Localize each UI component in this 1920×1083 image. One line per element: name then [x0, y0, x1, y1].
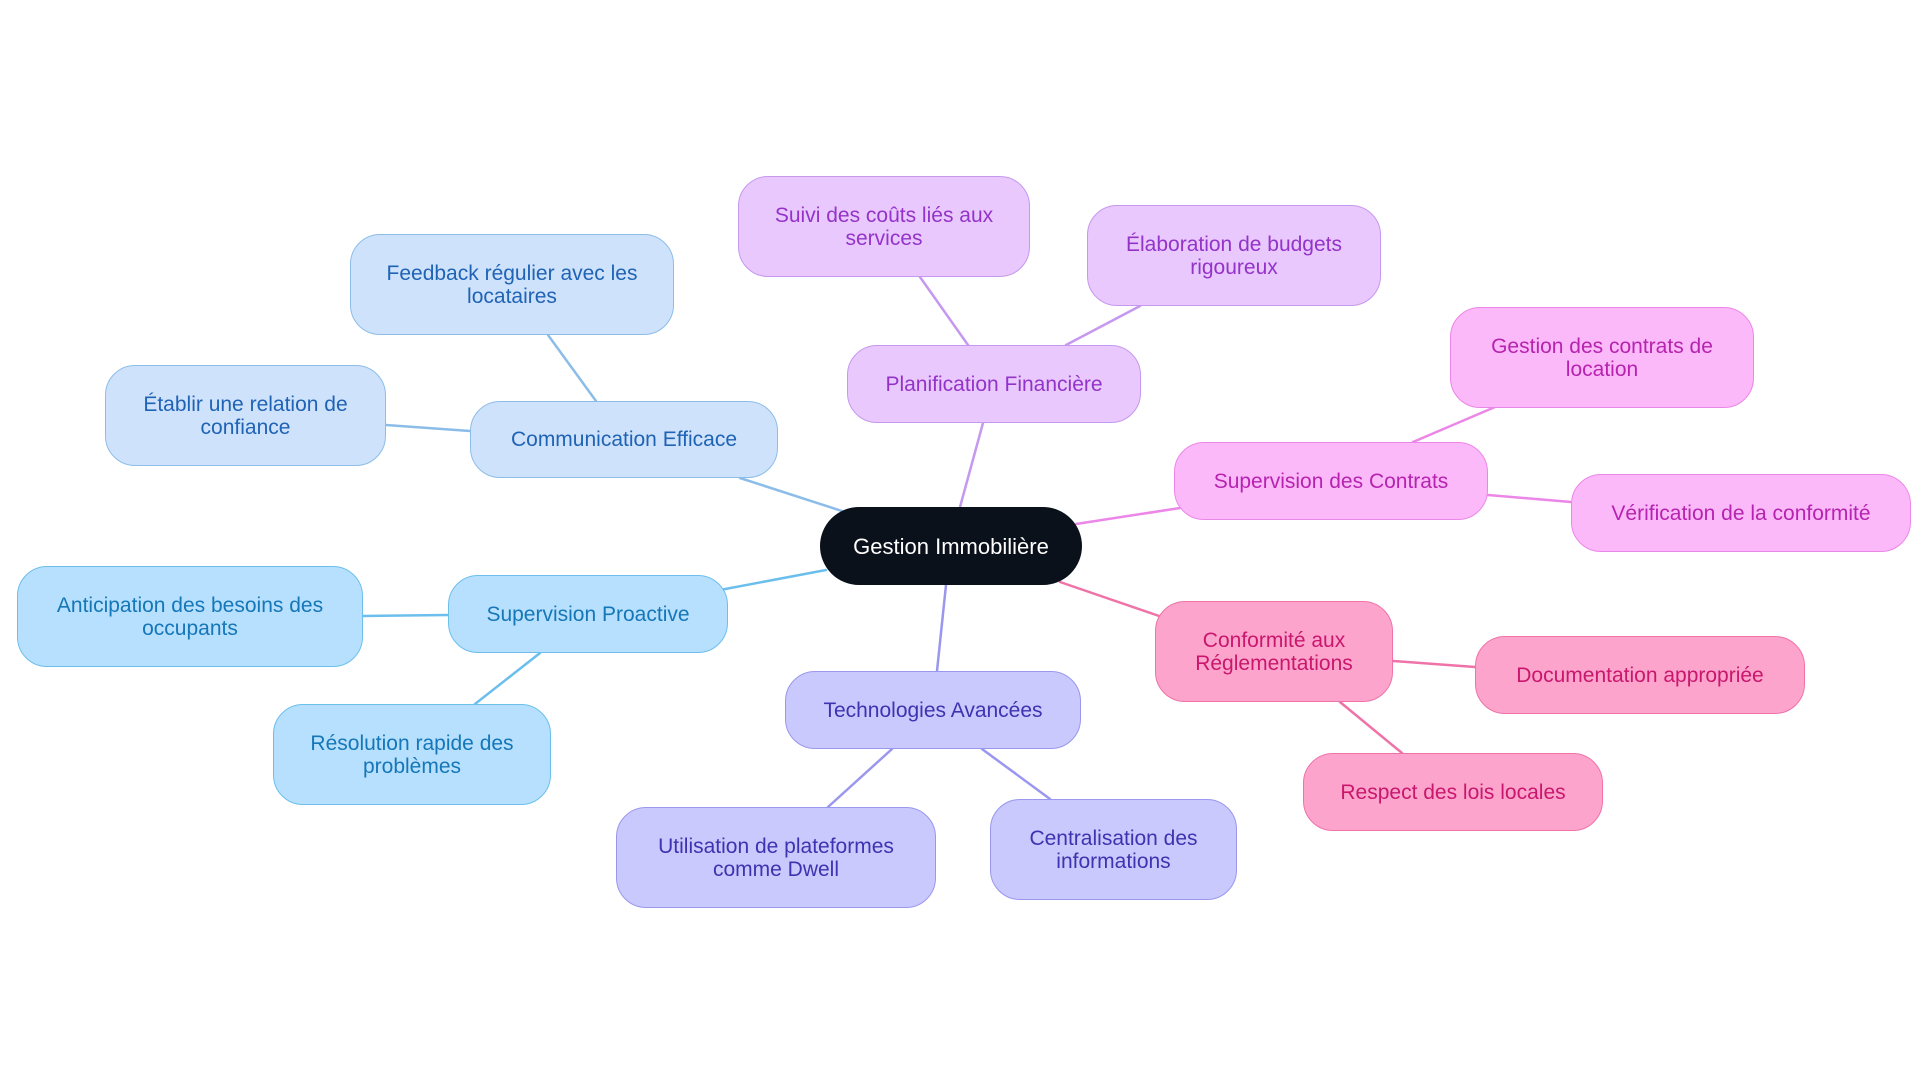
- leaf-label: Résolution rapide des problèmes: [310, 731, 514, 778]
- connector-line: [958, 421, 985, 509]
- branch-label: Planification Financière: [885, 372, 1103, 396]
- connector-line: [1391, 659, 1477, 669]
- connector-line: [1064, 304, 1142, 347]
- branch-planification[interactable]: Planification Financière: [847, 345, 1141, 423]
- leaf-confiance[interactable]: Établir une relation de confiance: [105, 365, 386, 466]
- leaf-label: Établir une relation de confiance: [143, 392, 348, 439]
- branch-label: Supervision Proactive: [486, 602, 690, 626]
- branch-label: Technologies Avancées: [823, 698, 1043, 722]
- leaf-label: Feedback régulier avec les locataires: [386, 261, 638, 308]
- branch-technologies[interactable]: Technologies Avancées: [785, 671, 1081, 749]
- leaf-label: Élaboration de budgets rigoureux: [1126, 232, 1342, 279]
- leaf-feedback[interactable]: Feedback régulier avec les locataires: [350, 234, 674, 335]
- root-node[interactable]: Gestion Immobilière: [820, 507, 1082, 585]
- leaf-respect-lois[interactable]: Respect des lois locales: [1303, 753, 1603, 831]
- connector-line: [1411, 405, 1497, 444]
- connector-line: [980, 747, 1052, 801]
- connector-line: [1486, 493, 1573, 504]
- connector-line: [826, 747, 894, 809]
- branch-supervision-contrats[interactable]: Supervision des Contrats: [1174, 442, 1488, 520]
- leaf-anticipation[interactable]: Anticipation des besoins des occupants: [17, 566, 363, 667]
- connector-line: [1058, 580, 1164, 619]
- branch-label: Supervision des Contrats: [1213, 469, 1449, 493]
- leaf-suivi-couts[interactable]: Suivi des coûts liés aux services: [738, 176, 1030, 277]
- leaf-budgets[interactable]: Élaboration de budgets rigoureux: [1087, 205, 1381, 306]
- leaf-centralisation[interactable]: Centralisation des informations: [990, 799, 1237, 900]
- connector-line: [738, 476, 847, 514]
- connector-line: [361, 613, 450, 618]
- connector-lines: [361, 275, 1573, 809]
- connector-line: [384, 423, 472, 433]
- branch-label: Conformité aux Réglementations: [1195, 628, 1353, 675]
- leaf-label: Centralisation des informations: [1029, 826, 1198, 873]
- branch-supervision-proactive[interactable]: Supervision Proactive: [448, 575, 728, 653]
- leaf-label: Documentation appropriée: [1516, 663, 1764, 687]
- connector-line: [546, 333, 598, 403]
- leaf-label: Anticipation des besoins des occupants: [56, 593, 324, 640]
- leaf-contrats-location[interactable]: Gestion des contrats de location: [1450, 307, 1754, 408]
- leaf-label: Gestion des contrats de location: [1491, 334, 1713, 381]
- branch-communication[interactable]: Communication Efficace: [470, 401, 778, 478]
- leaf-verification[interactable]: Vérification de la conformité: [1571, 474, 1911, 552]
- leaf-label: Vérification de la conformité: [1611, 501, 1871, 525]
- branch-conformite[interactable]: Conformité aux Réglementations: [1155, 601, 1393, 702]
- connector-line: [473, 651, 542, 706]
- connector-line: [935, 583, 948, 673]
- leaf-plateformes[interactable]: Utilisation de plateformes comme Dwell: [616, 807, 936, 908]
- leaf-documentation[interactable]: Documentation appropriée: [1475, 636, 1805, 714]
- connector-line: [1074, 506, 1182, 526]
- connector-line: [918, 275, 970, 347]
- leaf-label: Suivi des coûts liés aux services: [774, 203, 994, 250]
- root-label: Gestion Immobilière: [853, 533, 1049, 559]
- leaf-resolution[interactable]: Résolution rapide des problèmes: [273, 704, 551, 805]
- leaf-label: Utilisation de plateformes comme Dwell: [658, 834, 894, 881]
- branch-label: Communication Efficace: [510, 428, 738, 451]
- connector-line: [1338, 700, 1404, 755]
- connector-line: [718, 568, 828, 592]
- leaf-label: Respect des lois locales: [1340, 780, 1566, 804]
